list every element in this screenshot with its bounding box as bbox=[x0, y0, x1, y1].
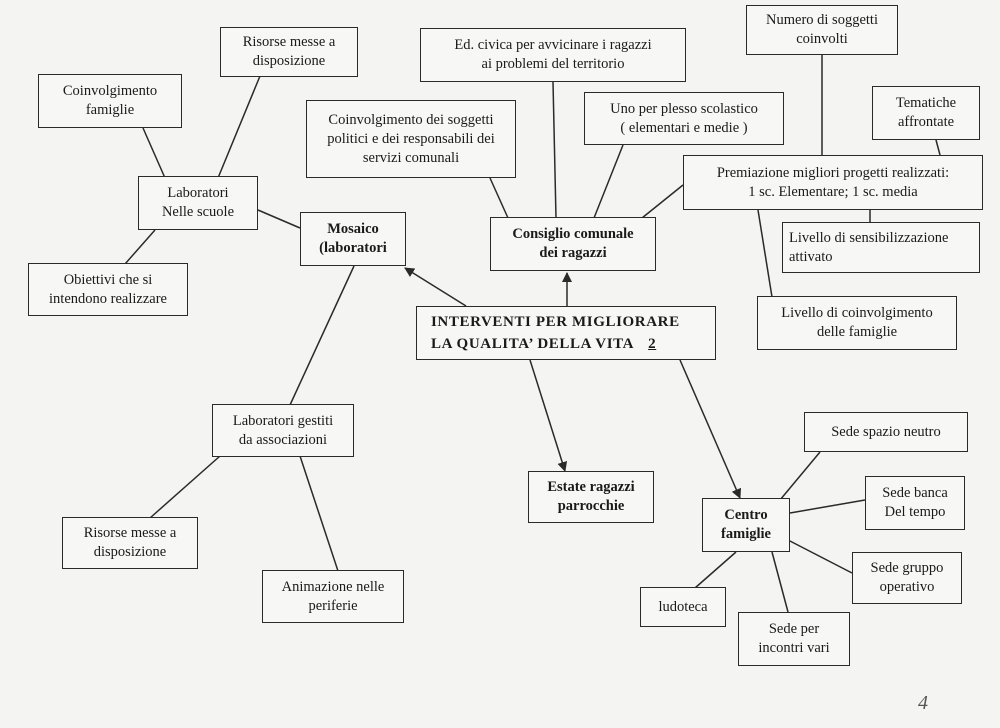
node-ed-civica-line-2: ai problemi del territorio bbox=[481, 56, 625, 72]
node-livello-famiglie-line-1: Livello di coinvolgimento bbox=[781, 305, 933, 321]
node-coinvolgimento-famiglie-line-2: famiglie bbox=[85, 102, 135, 118]
node-consiglio: Consiglio comunale dei ragazzi bbox=[490, 217, 656, 271]
link-consiglio-premiazione bbox=[641, 184, 684, 219]
link-premiazione-famiglie bbox=[757, 209, 773, 298]
node-obiettivi-line-2: intendono realizzare bbox=[49, 290, 167, 307]
node-gruppo-operativo-line-2: operativo bbox=[879, 579, 935, 595]
link-mosaico-associazioni bbox=[289, 265, 355, 406]
node-sensibilizzazione: Livello di sensibilizzazione attivato bbox=[782, 222, 980, 273]
node-sensibilizzazione-line-1: Livello di sensibilizzazione bbox=[789, 229, 949, 246]
node-coinvolgimento-soggetti-line-3: servizi comunali bbox=[362, 149, 460, 166]
node-tematiche: Tematiche affrontate bbox=[872, 86, 980, 140]
node-estate: Estate ragazzi parrocchie bbox=[528, 471, 654, 523]
node-animazione-line-2: periferie bbox=[308, 597, 358, 614]
page-number: 4 bbox=[918, 692, 928, 714]
node-coinvolgimento-soggetti: Coinvolgimento dei soggetti politici e d… bbox=[306, 100, 516, 178]
central-line-1: INTERVENTI PER MIGLIORARE bbox=[431, 314, 680, 330]
node-obiettivi-line-1: Obiettivi che si bbox=[63, 271, 153, 288]
node-incontri: Sede per incontri vari bbox=[738, 612, 850, 666]
central-number: 2 bbox=[648, 336, 657, 352]
link-centro-banca bbox=[789, 499, 866, 514]
node-plesso: Uno per plesso scolastico ( elementari e… bbox=[584, 92, 784, 145]
link-associazioni-animazione bbox=[299, 455, 339, 572]
node-obiettivi: Obiettivi che si intendono realizzare bbox=[28, 263, 188, 316]
node-risorse-bottom: Risorse messe a disposizione bbox=[62, 517, 198, 569]
link-premiazione-tematiche bbox=[935, 139, 941, 156]
node-ludoteca-line-1: ludoteca bbox=[658, 598, 708, 615]
central-line-2-row: LA QUALITA’ DELLA VITA 2 bbox=[431, 333, 656, 355]
node-laboratori-associazioni: Laboratori gestiti da associazioni bbox=[212, 404, 354, 457]
node-centro-famiglie-line-2: famiglie bbox=[721, 526, 771, 542]
link-laboratori-obiettivi bbox=[124, 229, 156, 265]
node-consiglio-line-1: Consiglio comunale bbox=[512, 226, 634, 242]
node-numero-soggetti-line-2: coinvolti bbox=[796, 31, 848, 47]
link-centro-gruppo bbox=[787, 539, 853, 574]
node-animazione: Animazione nelle periferie bbox=[262, 570, 404, 623]
arrow-to-estate bbox=[529, 359, 568, 472]
node-incontri-line-2: incontri vari bbox=[758, 640, 830, 656]
node-risorse-top: Risorse messe a disposizione bbox=[220, 27, 358, 77]
node-consiglio-line-2: dei ragazzi bbox=[539, 245, 607, 261]
node-ludoteca: ludoteca bbox=[640, 587, 726, 627]
node-numero-soggetti: Numero di soggetti coinvolti bbox=[746, 5, 898, 55]
node-mosaico: Mosaico (laboratori bbox=[300, 212, 406, 266]
node-spazio-neutro-line-1: Sede spazio neutro bbox=[831, 423, 941, 440]
node-premiazione-line-1: Premiazione migliori progetti realizzati… bbox=[716, 164, 950, 181]
link-centro-ludoteca bbox=[694, 551, 737, 589]
link-laboratori-coinvolgimento bbox=[142, 127, 166, 179]
link-mosaico-laboratori bbox=[257, 209, 301, 229]
node-gruppo-operativo: Sede gruppo operativo bbox=[852, 552, 962, 604]
node-sensibilizzazione-line-2: attivato bbox=[789, 248, 833, 265]
node-livello-famiglie: Livello di coinvolgimento delle famiglie bbox=[757, 296, 957, 350]
node-tematiche-line-1: Tematiche bbox=[895, 95, 957, 111]
node-estate-line-1: Estate ragazzi bbox=[547, 479, 635, 495]
node-coinvolgimento-soggetti-line-2: politici e dei responsabili dei bbox=[327, 130, 495, 147]
node-livello-famiglie-line-2: delle famiglie bbox=[816, 324, 898, 340]
node-centro-famiglie-line-1: Centro bbox=[724, 507, 768, 523]
link-consiglio-plesso bbox=[593, 144, 624, 219]
arrow-to-mosaico bbox=[404, 267, 467, 307]
node-banca-tempo-line-2: Del tempo bbox=[884, 504, 946, 520]
node-centro-famiglie: Centro famiglie bbox=[702, 498, 790, 552]
central-node: INTERVENTI PER MIGLIORARE LA QUALITA’ DE… bbox=[416, 306, 716, 360]
node-animazione-line-1: Animazione nelle bbox=[281, 578, 385, 595]
node-banca-tempo: Sede banca Del tempo bbox=[865, 476, 965, 530]
node-numero-soggetti-line-1: Numero di soggetti bbox=[766, 12, 878, 28]
node-premiazione: Premiazione migliori progetti realizzati… bbox=[683, 155, 983, 210]
node-risorse-bottom-line-2: disposizione bbox=[93, 544, 167, 560]
node-premiazione-line-2: 1 sc. Elementare; 1 sc. media bbox=[748, 183, 918, 200]
node-estate-line-2: parrocchie bbox=[557, 498, 625, 514]
node-gruppo-operativo-line-1: Sede gruppo bbox=[870, 560, 944, 576]
arrow-to-centro-famiglie bbox=[679, 359, 741, 499]
link-consiglio-edcivica bbox=[552, 81, 557, 219]
node-plesso-line-1: Uno per plesso scolastico bbox=[610, 100, 758, 117]
node-laboratori-associazioni-line-1: Laboratori gestiti bbox=[232, 412, 334, 429]
link-associazioni-risorse bbox=[149, 455, 221, 519]
node-mosaico-line-2: (laboratori bbox=[319, 240, 387, 256]
node-ed-civica: Ed. civica per avvicinare i ragazzi ai p… bbox=[420, 28, 686, 82]
node-spazio-neutro: Sede spazio neutro bbox=[804, 412, 968, 452]
node-mosaico-line-1: Mosaico bbox=[327, 221, 379, 237]
node-risorse-top-line-2: disposizione bbox=[252, 53, 326, 69]
node-laboratori-scuole-line-2: Nelle scuole bbox=[161, 204, 235, 220]
node-coinvolgimento-soggetti-line-1: Coinvolgimento dei soggetti bbox=[328, 111, 494, 128]
link-consiglio-soggetti bbox=[489, 177, 509, 219]
node-coinvolgimento-famiglie: Coinvolgimento famiglie bbox=[38, 74, 182, 128]
node-banca-tempo-line-1: Sede banca bbox=[882, 485, 948, 501]
node-laboratori-scuole: Laboratori Nelle scuole bbox=[138, 176, 258, 230]
link-centro-spazio bbox=[779, 451, 821, 501]
node-laboratori-associazioni-line-2: da associazioni bbox=[238, 431, 328, 448]
node-tematiche-line-2: affrontate bbox=[897, 114, 955, 130]
central-line-2: LA QUALITA’ DELLA VITA bbox=[431, 336, 635, 352]
node-plesso-line-2: ( elementari e medie ) bbox=[620, 119, 748, 136]
node-laboratori-scuole-line-1: Laboratori bbox=[167, 185, 229, 201]
node-incontri-line-1: Sede per bbox=[768, 621, 820, 637]
link-laboratori-risorse bbox=[217, 75, 261, 179]
node-coinvolgimento-famiglie-line-1: Coinvolgimento bbox=[62, 83, 158, 99]
link-centro-incontri bbox=[771, 551, 789, 613]
node-ed-civica-line-1: Ed. civica per avvicinare i ragazzi bbox=[454, 37, 652, 53]
node-risorse-bottom-line-1: Risorse messe a bbox=[83, 525, 177, 541]
node-risorse-top-line-1: Risorse messe a bbox=[242, 34, 336, 50]
